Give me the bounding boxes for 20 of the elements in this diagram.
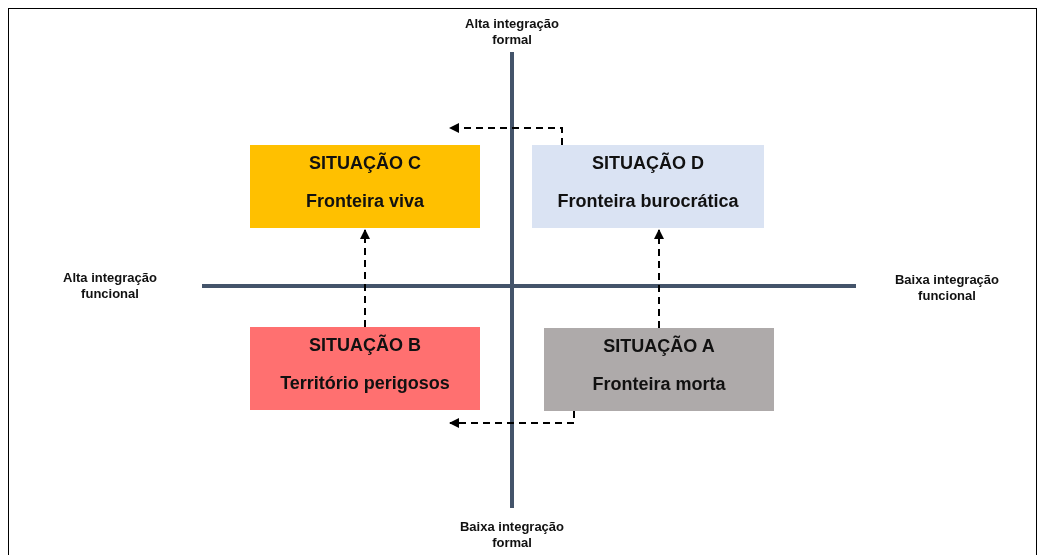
situation-heading: SITUAÇÃO D (591, 153, 705, 174)
axis-label: Baixa integração funcional (893, 272, 1000, 304)
axis-label: Alta integração funcional (62, 270, 158, 302)
quadrant-box (250, 327, 480, 410)
situation-heading: SITUAÇÃO B (308, 335, 422, 356)
situation-name: Fronteira burocrática (556, 191, 740, 212)
dashed-arrow (654, 229, 664, 329)
situation-name: Fronteira morta (591, 374, 727, 395)
dashed-arrow (449, 410, 575, 428)
dashed-arrow (449, 123, 563, 146)
situation-heading: SITUAÇÃO C (308, 153, 422, 174)
situation-name: Território perigosos (279, 373, 451, 394)
situation-name: Fronteira viva (304, 191, 425, 212)
quadrant-box (532, 145, 764, 228)
situation-heading: SITUAÇÃO A (602, 336, 716, 357)
quadrant-box (250, 145, 480, 228)
axis-label: Alta integração formal (464, 16, 560, 48)
quadrant-box (544, 328, 774, 411)
dashed-arrow (360, 229, 370, 328)
axis-label: Baixa integração formal (458, 519, 565, 551)
